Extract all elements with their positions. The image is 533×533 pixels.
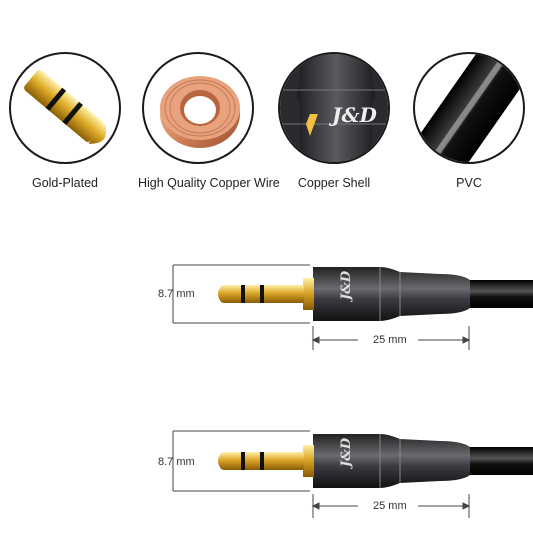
length-label: 25 mm: [373, 500, 407, 512]
feature-copper-wire: High Quality Copper Wire: [138, 52, 280, 190]
feature-gold-plated: Gold-Plated: [5, 52, 125, 190]
pvc-cable-icon: [413, 52, 525, 164]
feature-label: Copper Shell: [297, 176, 371, 190]
svg-text:J&D: J&D: [328, 103, 378, 127]
feature-copper-shell: J&D Copper Shell: [274, 52, 394, 190]
gold-plug-icon: [9, 52, 121, 164]
dimension-diagram: J&D 8.7 mm 25 mm: [0, 250, 533, 360]
copper-shell-icon: J&D: [278, 52, 390, 164]
height-dimension-line: [172, 264, 310, 324]
height-label: 8.7 mm: [158, 288, 195, 300]
svg-text:J&D: J&D: [339, 437, 354, 470]
length-dimension-line: [311, 494, 471, 518]
feature-label: High Quality Copper Wire: [138, 176, 280, 190]
height-dimension-line: [172, 430, 310, 492]
dimension-diagram: J&D 8.7 mm 25 mm: [0, 416, 533, 526]
svg-text:J&D: J&D: [339, 270, 354, 303]
length-dimension-line: [311, 326, 471, 350]
height-label: 8.7 mm: [158, 456, 195, 468]
copper-coil-icon: [142, 52, 254, 164]
feature-label: PVC: [456, 176, 482, 190]
length-label: 25 mm: [373, 334, 407, 346]
feature-label: Gold-Plated: [31, 176, 98, 190]
feature-pvc: PVC: [409, 52, 529, 190]
